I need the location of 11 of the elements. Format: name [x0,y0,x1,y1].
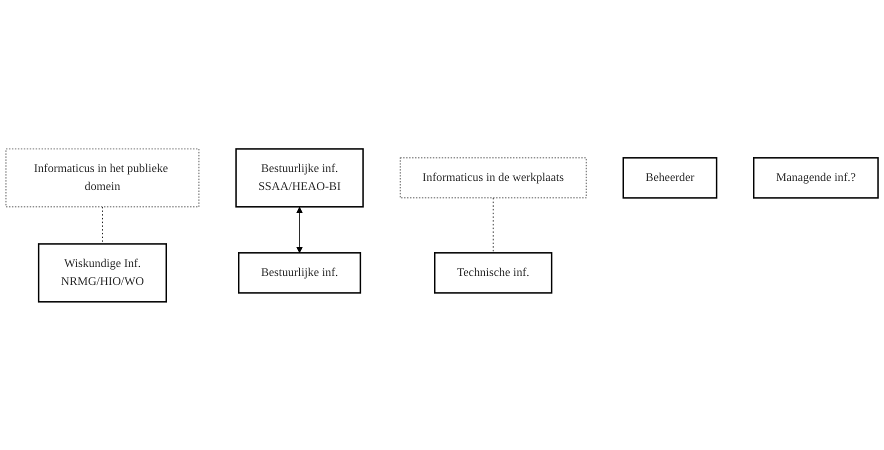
node-box: Bestuurlijke inf. SSAA/HEAO-BI [235,148,364,208]
arrow [296,206,303,253]
node-box: Beheerder [622,156,718,198]
node-box: Bestuurlijke inf. [238,252,362,294]
node-box: Technische inf. [434,252,552,294]
node-box: Wiskundige Inf. NRMG/HIO/WO [38,242,168,302]
node-box: Managende inf.? [752,156,879,198]
connector [492,197,494,253]
node-box: Informaticus in het publieke domein [6,148,200,207]
node-box: Informaticus in de werkplaats [400,157,587,198]
connector [102,206,103,244]
